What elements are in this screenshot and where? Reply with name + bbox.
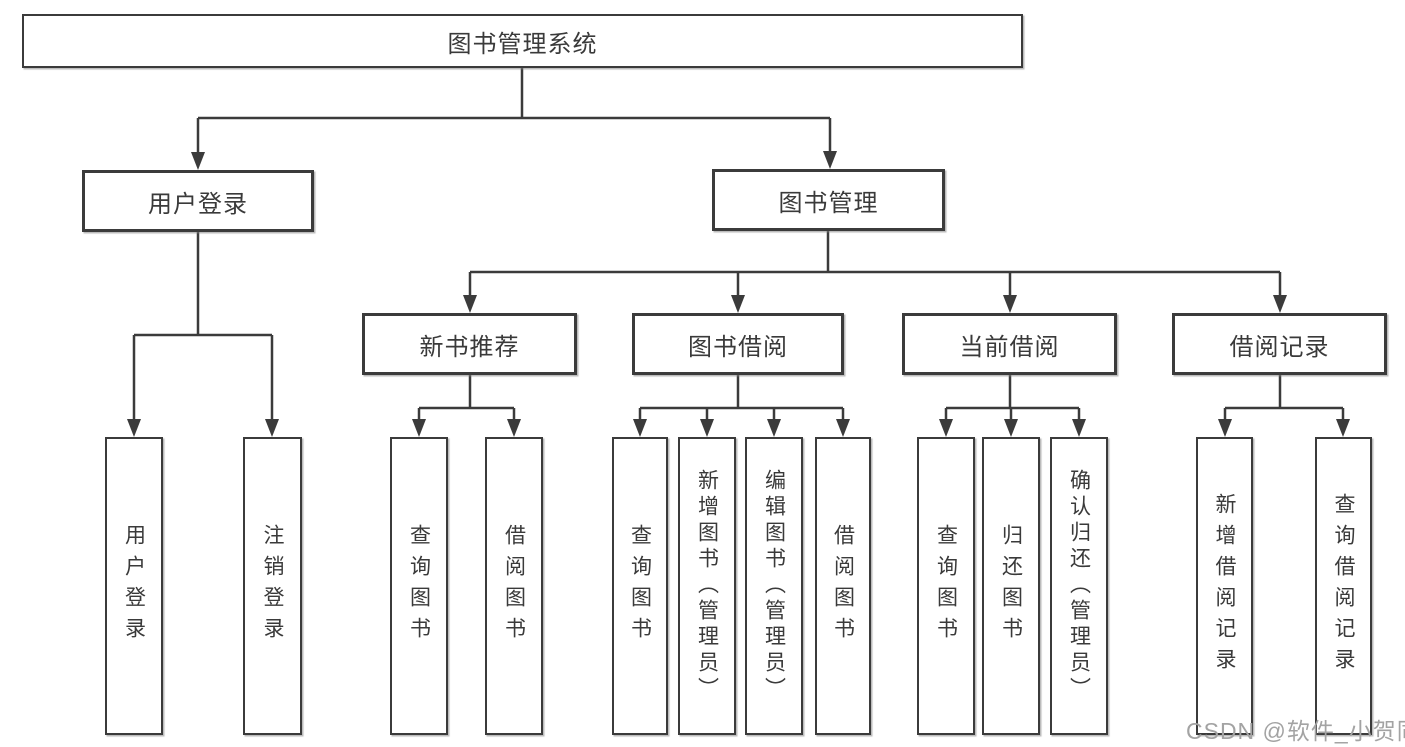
leaf-label: 编辑图书（管理员） [762, 469, 786, 703]
leaf-return-books: 归还图书 [982, 437, 1040, 735]
node-label: 新书推荐 [419, 333, 520, 361]
leaf-label: 用户登录 [122, 524, 146, 648]
leaf-label: 查询图书 [407, 524, 431, 648]
leaf-label: 查询图书 [628, 524, 652, 648]
node-label: 图书管理 [778, 189, 879, 217]
leaf-query-borrow-record: 查询借阅记录 [1315, 437, 1372, 735]
node-book-borrow: 图书借阅 [632, 313, 844, 375]
leaf-label: 新增图书（管理员） [695, 469, 719, 703]
node-label: 用户登录 [148, 190, 248, 218]
leaf-borrow-books-recommend: 借阅图书 [485, 437, 543, 735]
leaf-label: 借阅图书 [831, 524, 855, 648]
leaf-label: 新增借阅记录 [1213, 493, 1236, 679]
leaf-user-login: 用户登录 [105, 437, 163, 735]
node-label: 借阅记录 [1229, 333, 1330, 361]
node-library-management-system: 图书管理系统 [22, 14, 1023, 68]
leaf-label: 查询图书 [934, 524, 958, 648]
node-user-login: 用户登录 [82, 170, 314, 232]
leaf-label: 归还图书 [999, 524, 1023, 648]
leaf-add-borrow-record: 新增借阅记录 [1196, 437, 1253, 735]
csdn-watermark: CSDN @软件_小贺同学 [1186, 718, 1405, 744]
node-label: 当前借阅 [959, 333, 1060, 361]
node-label: 图书借阅 [688, 333, 788, 361]
leaf-label: 确认归还（管理员） [1067, 469, 1091, 703]
leaf-add-books-admin: 新增图书（管理员） [678, 437, 736, 735]
leaf-query-books-current: 查询图书 [917, 437, 975, 735]
leaf-label: 注销登录 [261, 524, 284, 648]
node-current-borrow: 当前借阅 [902, 313, 1117, 375]
leaf-borrow-books: 借阅图书 [815, 437, 871, 735]
node-borrow-records: 借阅记录 [1172, 313, 1387, 375]
node-label: 图书管理系统 [447, 30, 598, 58]
leaf-query-books-recommend: 查询图书 [390, 437, 448, 735]
node-new-book-recommend: 新书推荐 [362, 313, 577, 375]
leaf-query-books-borrow: 查询图书 [612, 437, 668, 735]
node-book-management: 图书管理 [712, 169, 945, 231]
leaf-logout: 注销登录 [243, 437, 302, 735]
leaf-label: 借阅图书 [502, 524, 526, 648]
leaf-label: 查询借阅记录 [1332, 493, 1355, 679]
leaf-edit-books-admin: 编辑图书（管理员） [745, 437, 803, 735]
leaf-confirm-return-admin: 确认归还（管理员） [1050, 437, 1108, 735]
